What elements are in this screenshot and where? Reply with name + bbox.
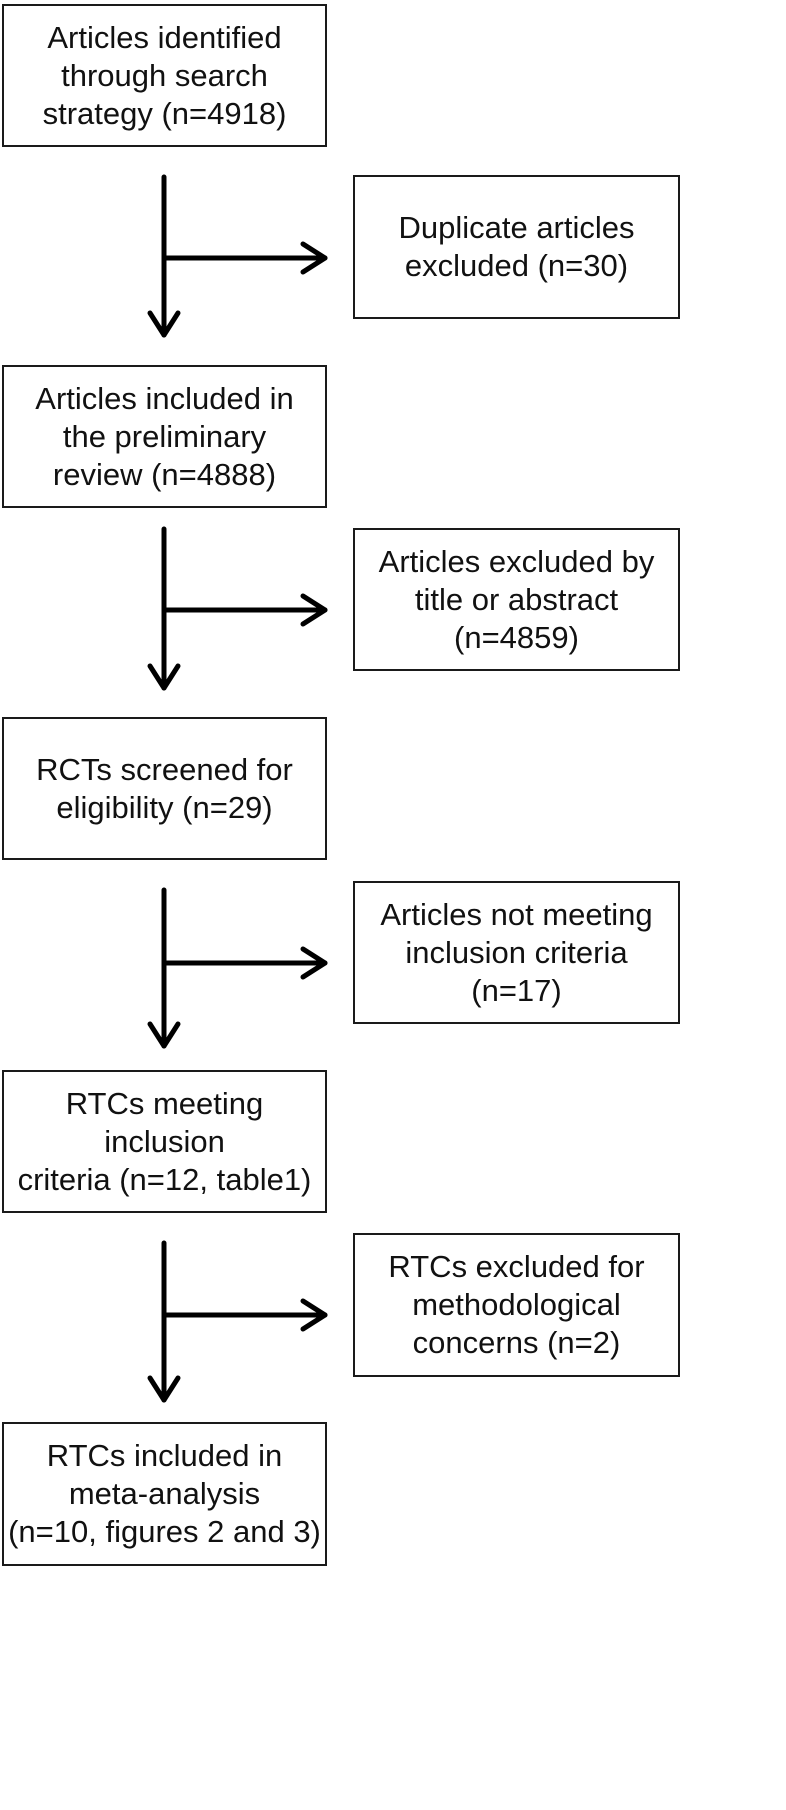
box-duplicates-excluded: Duplicate articles excluded (n=30): [353, 175, 680, 319]
box-excluded-title-abstract-text: Articles excluded by title or abstract (…: [378, 543, 655, 655]
side-arrowhead: [300, 593, 328, 627]
arrow-group-4: [147, 1240, 328, 1403]
box-articles-identified-text: Articles identified through search strat…: [42, 19, 287, 131]
side-arrowhead: [300, 241, 328, 275]
box-duplicates-excluded-text: Duplicate articles excluded (n=30): [398, 210, 635, 283]
box-not-meeting-criteria-text: Articles not meeting inclusion criteria …: [380, 896, 653, 1008]
box-excluded-methodological: RTCs excluded for methodological concern…: [353, 1233, 680, 1377]
box-rtcs-meeting-criteria: RTCs meeting inclusion criteria (n=12, t…: [2, 1070, 327, 1213]
down-arrowhead: [147, 1375, 181, 1403]
box-articles-identified: Articles identified through search strat…: [2, 4, 327, 147]
box-preliminary-review: Articles included in the preliminary rev…: [2, 365, 327, 508]
box-rtcs-meta-analysis-text: RTCs included in meta-analysis (n=10, fi…: [8, 1438, 321, 1549]
side-arrowhead: [300, 1298, 328, 1332]
box-excluded-title-abstract: Articles excluded by title or abstract (…: [353, 528, 680, 671]
down-arrowhead: [147, 1021, 181, 1049]
box-rcts-screened-text: RCTs screened for eligibility (n=29): [36, 751, 293, 825]
arrow-group-2: [147, 526, 328, 691]
side-arrowhead: [300, 946, 328, 980]
box-rtcs-meeting-criteria-text: RTCs meeting inclusion criteria (n=12, t…: [17, 1085, 312, 1197]
box-excluded-methodological-text: RTCs excluded for methodological concern…: [388, 1249, 645, 1360]
down-arrowhead: [147, 310, 181, 338]
box-not-meeting-criteria: Articles not meeting inclusion criteria …: [353, 881, 680, 1024]
box-rtcs-meta-analysis: RTCs included in meta-analysis (n=10, fi…: [2, 1422, 327, 1566]
box-preliminary-review-text: Articles included in the preliminary rev…: [35, 380, 294, 492]
arrow-group-1: [147, 174, 328, 338]
box-rcts-screened: RCTs screened for eligibility (n=29): [2, 717, 327, 860]
arrow-group-3: [147, 887, 328, 1049]
down-arrowhead: [147, 663, 181, 691]
